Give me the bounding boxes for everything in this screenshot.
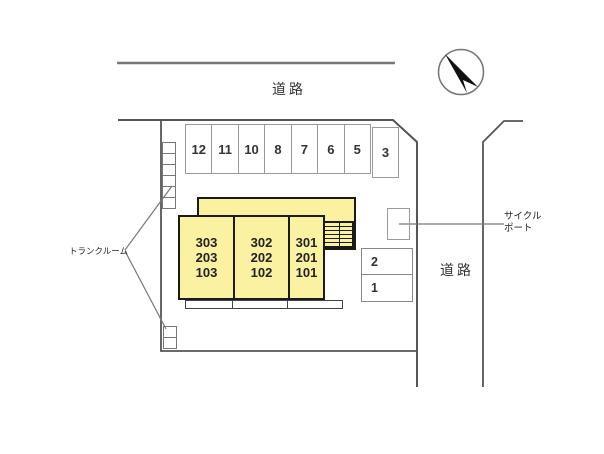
stairs-icon — [323, 221, 354, 249]
parking-stall: 5 — [353, 141, 361, 157]
balcony-section — [233, 301, 288, 308]
parking-stall: 11 — [212, 125, 239, 173]
parking-stall: 12 — [186, 125, 213, 173]
unit-number: 301 — [295, 235, 318, 250]
trunk-room-boxes-top — [162, 142, 176, 209]
balcony-section — [186, 301, 233, 308]
cycle-port-box — [387, 208, 410, 240]
parking-stall: 8 — [265, 125, 292, 173]
trunk-room-leader-line-bottom — [124, 250, 167, 330]
trunk-room-boxes-bottom — [163, 326, 177, 349]
trunk-room-box — [163, 337, 177, 349]
compass-circle — [437, 48, 485, 96]
label-cycle-port: サイクル ポート — [504, 211, 542, 234]
north-arrow-icon — [445, 54, 478, 93]
unit-number: 101 — [295, 265, 318, 280]
balcony-strip — [185, 300, 343, 309]
balcony-section — [288, 301, 342, 308]
parking-stall: 10 — [239, 125, 266, 173]
parking-side-stall: 1 — [371, 281, 378, 295]
unit-number: 201 — [295, 250, 318, 265]
label-road-right: 道路 — [440, 262, 474, 278]
label-trunk-room: トランクルーム — [69, 246, 128, 256]
parking-stall-3: 3 — [372, 127, 399, 178]
unit-number: 103 — [195, 265, 218, 280]
unit-number: 202 — [250, 250, 273, 265]
label-cycle-port-line1: サイクル — [504, 211, 542, 222]
unit-number: 302 — [250, 235, 273, 250]
unit-number: 102 — [250, 265, 273, 280]
right-parcel-boundary — [482, 120, 523, 387]
trunk-room-box — [162, 197, 176, 209]
unit-number: 303 — [195, 235, 218, 250]
unit-number: 203 — [195, 250, 218, 265]
parking-stall: 7 — [292, 125, 319, 173]
label-road-top: 道路 — [272, 81, 306, 97]
label-cycle-port-line2: ポート — [504, 222, 533, 234]
parking-side-stall: 2 — [362, 249, 412, 275]
parking-stall: 6 — [318, 125, 345, 173]
